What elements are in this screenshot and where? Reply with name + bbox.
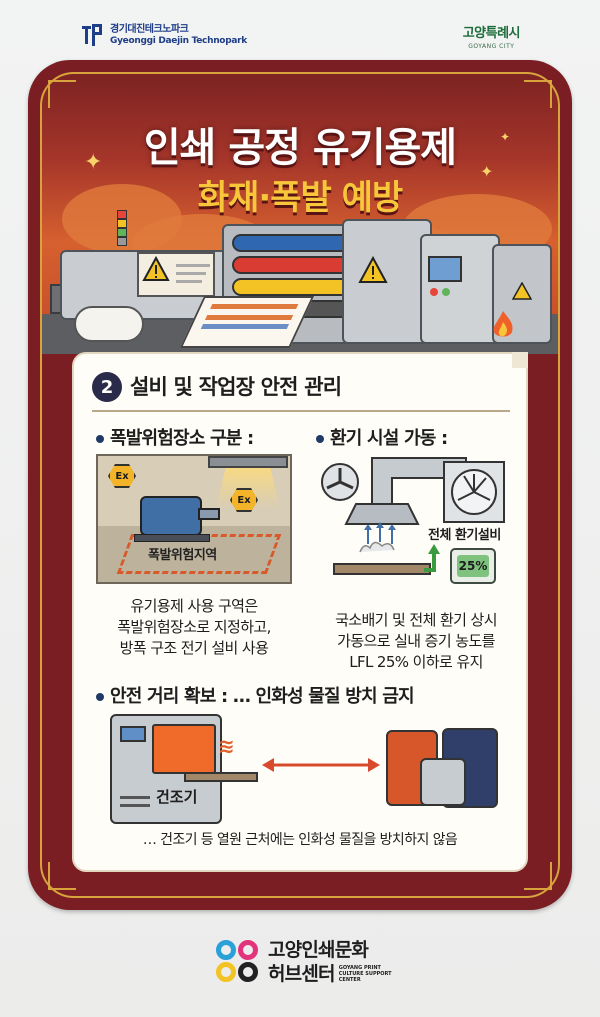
frame-corner <box>524 80 552 108</box>
technopark-name-ko: 경기대진테크노파크 <box>110 23 189 35</box>
item1-description: 유기용제 사용 구역은 폭발위험장소로 지정하고, 방폭 구조 전기 설비 사용 <box>117 597 271 657</box>
sparkle-icon: ✦ <box>84 150 103 175</box>
goyang-city-name-ko: 고양특례시 <box>462 26 521 41</box>
section-divider <box>92 410 510 412</box>
hub-center-rings-icon <box>216 940 260 984</box>
sparkle-icon: ✦ <box>500 130 511 144</box>
panel-fold <box>512 352 528 368</box>
footer-logo: 고양인쇄문화 허브센터 GOYANG PRINT CULTURE SUPPORT… <box>216 938 392 986</box>
dryer-machine: 건조기 <box>110 714 222 824</box>
frame-corner <box>48 80 76 108</box>
item3-description: … 건조기 등 열원 근처에는 인화성 물질을 방치하지 않음 <box>142 832 458 848</box>
title-line-2: 화재·폭발 예방 <box>197 178 403 218</box>
ex-icon: Ex <box>108 464 136 488</box>
warning-icon <box>142 256 170 281</box>
goyang-city-logo: 고양특례시 GOYANG CITY <box>462 22 521 50</box>
frame-corner <box>48 862 76 890</box>
card-frame <box>40 72 560 898</box>
item1-heading: 폭발위험장소 구분 : <box>96 424 254 450</box>
ex-icon: Ex <box>230 488 258 512</box>
section-title: 설비 및 작업장 안전 관리 <box>130 375 342 399</box>
technopark-name-en: Gyeonggi Daejin Technopark <box>110 35 247 46</box>
technopark-logo: 경기대진테크노파크 Gyeonggi Daejin Technopark <box>82 24 247 46</box>
dryer-label: 건조기 <box>156 788 198 806</box>
heat-icon: ≋ <box>218 734 235 758</box>
flammable-drum <box>420 758 466 806</box>
conveyor <box>184 772 258 782</box>
frame-corner <box>524 862 552 890</box>
technopark-mark-icon <box>82 24 104 46</box>
zone-label: 폭발위험지역 <box>148 548 217 563</box>
meter-value: 25% <box>457 555 489 577</box>
ventilation-equipment-label: 전체 환기설비 <box>428 528 501 543</box>
warning-icon <box>358 256 388 283</box>
explosion-zone-illustration: 폭발위험지역 Ex Ex <box>96 454 292 584</box>
header-scene <box>42 74 558 354</box>
bullet-icon <box>316 435 324 443</box>
title-line-1: 인쇄 공정 유기용제 <box>143 125 457 171</box>
ventilation-illustration <box>321 457 505 575</box>
fire-icon <box>493 311 513 337</box>
item2-description: 국소배기 및 전체 환기 상시 가동으로 실내 증기 농도를 LFL 25% 이… <box>335 611 497 671</box>
warning-icon <box>512 282 532 300</box>
sparkle-icon: ✦ <box>480 162 494 181</box>
item2-heading: 환기 시설 가동 : <box>316 424 448 450</box>
bullet-icon <box>96 693 104 701</box>
distance-arrow-icon <box>262 758 380 772</box>
footer-name-line1: 고양인쇄문화 <box>268 939 369 961</box>
footer-name-line2: 허브센터 <box>268 963 336 985</box>
section-number: 2 <box>92 372 122 402</box>
goyang-city-name-en: GOYANG CITY <box>468 43 515 50</box>
bullet-icon <box>96 435 104 443</box>
concentration-meter: 25% <box>450 548 496 584</box>
item3-heading: 안전 거리 확보 : … 인화성 물질 방치 금지 <box>96 682 415 708</box>
footer-name-en: GOYANG PRINT CULTURE SUPPORT CENTER <box>338 965 392 983</box>
